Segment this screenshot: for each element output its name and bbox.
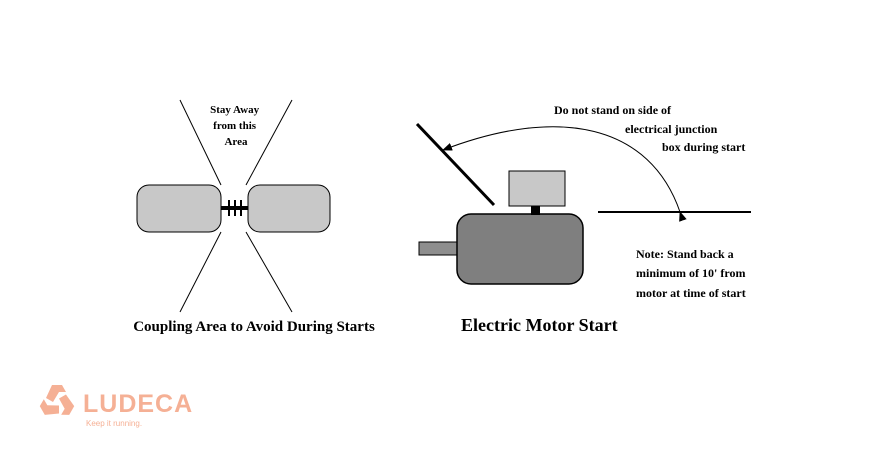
motor-note-line-1: Note: Stand back a <box>636 247 734 261</box>
motor-warning-line-3: box during start <box>662 140 745 154</box>
junction-box <box>508 170 566 207</box>
left-machine <box>136 184 222 233</box>
motor-note-line-2: minimum of 10' from <box>636 266 745 280</box>
ludeca-logo: LUDECA Keep it running. <box>39 385 193 428</box>
danger-zone-line-lower-left <box>179 231 222 313</box>
danger-zone-line-upper-left <box>179 99 222 186</box>
coupling-warning-text: Stay Away from this Area <box>210 104 262 148</box>
coupling-warning-line-1: Stay Away <box>210 104 259 116</box>
logo-tagline: Keep it running. <box>86 419 142 428</box>
motor-body <box>456 213 584 285</box>
coupling-diagram: Stay Away from this Area Coupling Area t… <box>133 99 375 335</box>
motor-shaft <box>418 241 460 256</box>
coupling-warning-line-3: Area <box>224 136 248 148</box>
hazard-line-diagonal <box>415 122 496 207</box>
swing-arc <box>442 126 687 222</box>
recycle-arrows-icon <box>39 385 75 415</box>
danger-zone-line-lower-right <box>245 231 293 313</box>
coupling-warning-line-2: from this <box>213 120 257 132</box>
logo-name: LUDECA <box>83 390 193 418</box>
motor-caption: Electric Motor Start <box>461 315 618 335</box>
motor-diagram: Do not stand on side of electrical junct… <box>415 103 751 335</box>
danger-zone-line-upper-right <box>245 99 293 186</box>
motor-warning-line-2: electrical junction <box>625 122 718 136</box>
motor-warning-line-1: Do not stand on side of <box>554 103 672 117</box>
motor-note-line-3: motor at time of start <box>636 286 746 300</box>
motor-warning-text: Do not stand on side of electrical junct… <box>554 103 745 154</box>
motor-note-text: Note: Stand back a minimum of 10' from m… <box>636 247 748 300</box>
coupling-caption: Coupling Area to Avoid During Starts <box>133 319 375 335</box>
shaft-coupling <box>221 200 248 216</box>
junction-box-connector <box>531 206 540 215</box>
right-machine <box>247 184 331 233</box>
